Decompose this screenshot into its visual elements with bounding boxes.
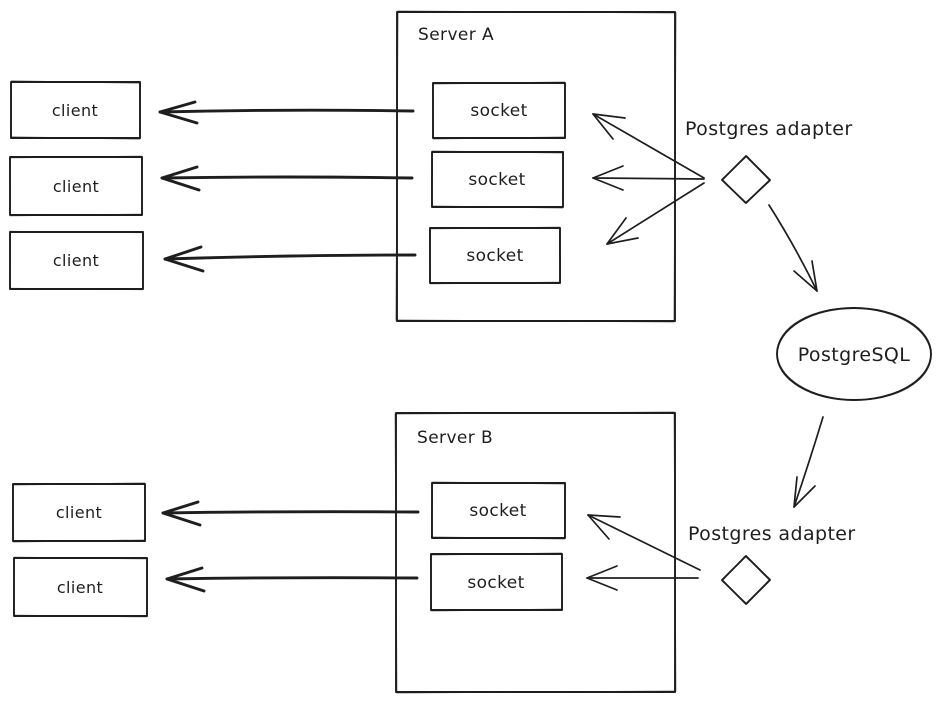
- postgres-adapter-top-diamond-sketch: [721, 155, 771, 204]
- arrows-adapter-top-to-sockets: [592, 113, 705, 245]
- arrows-sockets-a-to-clients: [158, 100, 417, 273]
- arrow-adapter-top-to-db: [768, 204, 818, 292]
- arrow-db-to-adapter-bottom: [793, 416, 824, 508]
- arrow-adapter-db-head: [793, 260, 818, 292]
- server-a-group: Server A socket socket socket: [395, 10, 677, 323]
- arrow-db-adapter-head: [793, 476, 816, 508]
- arrow-socketb1-client1-head: [161, 500, 202, 527]
- server-b-box: [395, 412, 676, 693]
- socket-box-sketch: [429, 226, 561, 285]
- client-label: client: [52, 101, 98, 120]
- postgres-adapter-top-diamond: [721, 155, 771, 204]
- server-a-box-sketch: [395, 10, 677, 323]
- socket-b2: socket: [430, 552, 563, 612]
- clients-top-group: client client client: [9, 80, 144, 291]
- arrows-adapter-bottom-to-sockets: [586, 514, 701, 591]
- arrow-adapter-socket1-head: [592, 113, 626, 140]
- postgres-adapter-bottom-diamond-sketch: [721, 555, 771, 605]
- socket-box-sketch: [431, 150, 564, 209]
- arrow-adapter-socket1-shaft: [592, 113, 705, 179]
- client-label: client: [56, 503, 102, 522]
- arrow-adapter-socketb1-shaft: [587, 514, 701, 571]
- arrow-socket3-client3-shaft: [163, 253, 417, 261]
- client-label: client: [57, 578, 103, 597]
- arrow-adapter-socket2-shaft: [592, 177, 705, 180]
- client-b2: client: [13, 556, 148, 618]
- socket-label: socket: [467, 573, 524, 593]
- postgres-adapter-top-label: Postgres adapter: [685, 118, 853, 140]
- arrow-db-adapter-shaft: [793, 416, 824, 508]
- arrow-adapter-socketb1-head: [587, 514, 621, 540]
- socket-box-sketch: [432, 81, 566, 140]
- arrow-socketb2-client2-shaft: [165, 576, 419, 581]
- socket-box-sketch: [431, 481, 566, 540]
- arrows-sockets-b-to-clients: [161, 500, 420, 593]
- arrow-adapter-socketb2-head: [586, 565, 618, 591]
- arrow-socket3-client3-head: [163, 245, 205, 273]
- socket-label: socket: [468, 170, 525, 190]
- socket-a1: socket: [432, 81, 566, 140]
- arrow-socket2-client2-head: [160, 165, 201, 192]
- postgres-adapter-bottom-label: Postgres adapter: [688, 523, 856, 545]
- server-b-label: Server B: [417, 428, 493, 448]
- server-b-box-sketch: [394, 411, 677, 694]
- arrow-socketb2-client2-head: [165, 566, 206, 593]
- socket-label: socket: [466, 246, 523, 266]
- arrow-socket1-client1-shaft: [158, 108, 415, 114]
- arrow-socket1-client1-head: [158, 100, 199, 125]
- socket-a3: socket: [429, 226, 561, 285]
- client-label: client: [53, 251, 99, 270]
- socket-a2: socket: [431, 150, 564, 209]
- socket-label: socket: [470, 101, 527, 121]
- client-b1: client: [12, 482, 146, 543]
- client-box-sketch: [12, 482, 146, 543]
- arrow-socketb1-client1-shaft: [161, 510, 420, 515]
- arrow-adapter-socket3-shaft: [606, 182, 705, 245]
- socket-box: [430, 553, 563, 611]
- socket-label: socket: [469, 501, 526, 521]
- postgres-adapter-bottom-diamond: [721, 555, 771, 605]
- client-box-sketch: [9, 230, 144, 291]
- client-t1: client: [10, 80, 141, 140]
- client-t2: client: [9, 155, 143, 217]
- client-box-sketch: [9, 155, 143, 217]
- client-t3: client: [9, 230, 144, 291]
- postgres-adapter-top-group: Postgres adapter: [685, 118, 853, 204]
- postgresql-ellipse-sketch: [776, 307, 932, 401]
- postgres-adapter-bottom-group: Postgres adapter: [688, 523, 856, 605]
- arrow-socket2-client2-shaft: [160, 175, 414, 180]
- socket-box: [431, 151, 564, 208]
- client-label: client: [53, 177, 99, 196]
- arrow-adapter-db-shaft: [768, 204, 818, 292]
- socket-box-sketch: [430, 552, 563, 612]
- clients-bottom-group: client client: [12, 482, 148, 618]
- arrow-adapter-socket3-head: [606, 217, 639, 245]
- client-box-sketch: [13, 556, 148, 618]
- postgresql-label: PostgreSQL: [798, 344, 911, 366]
- client-box-sketch: [10, 80, 141, 140]
- socket-b1: socket: [431, 481, 566, 540]
- postgresql-group: PostgreSQL: [776, 307, 932, 401]
- server-a-label: Server A: [418, 25, 494, 45]
- arrow-adapter-socket2-head: [592, 165, 624, 191]
- client-box: [9, 156, 143, 216]
- server-b-group: Server B socket socket: [394, 411, 677, 694]
